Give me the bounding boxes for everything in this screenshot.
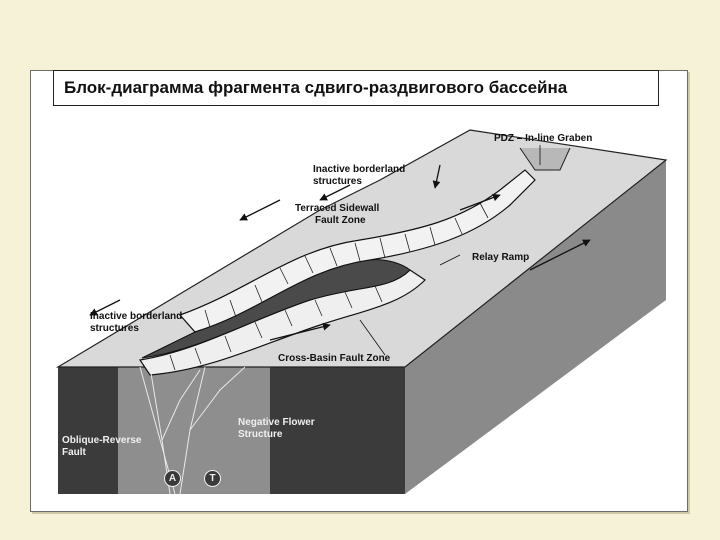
label-relay-ramp: Relay Ramp bbox=[472, 252, 529, 263]
label-terraced-line1: Terraced Sidewall bbox=[295, 203, 379, 214]
label-oblique-line2: Fault bbox=[62, 447, 86, 458]
page-title: Блок-диаграмма фрагмента сдвиго-раздвиго… bbox=[53, 70, 659, 106]
label-pdz-graben: PDZ – In-line Graben bbox=[494, 133, 592, 144]
label-negative-flower-line1: Negative Flower bbox=[238, 417, 315, 428]
label-inactive-left-line2: structures bbox=[90, 323, 139, 334]
marker-t: T bbox=[204, 470, 221, 487]
label-cross-basin: Cross-Basin Fault Zone bbox=[278, 353, 390, 364]
label-inactive-top-line2: structures bbox=[313, 176, 362, 187]
label-inactive-top-line1: Inactive borderland bbox=[313, 164, 405, 175]
label-oblique-line1: Oblique-Reverse bbox=[62, 435, 141, 446]
label-inactive-left-line1: Inactive borderland bbox=[90, 311, 182, 322]
marker-a: A bbox=[164, 470, 181, 487]
label-negative-flower-line2: Structure bbox=[238, 429, 282, 440]
label-terraced-line2: Fault Zone bbox=[315, 215, 366, 226]
